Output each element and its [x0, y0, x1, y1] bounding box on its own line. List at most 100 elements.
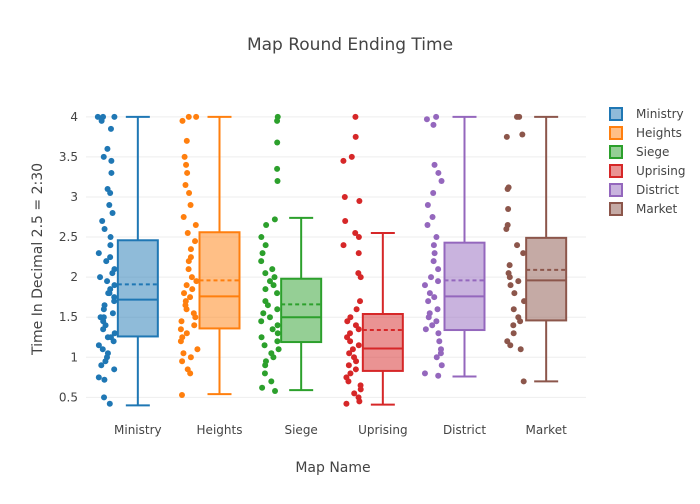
data-point — [110, 338, 117, 345]
y-tick-label: 2.5 — [59, 230, 78, 244]
data-point — [438, 177, 445, 184]
data-point — [109, 310, 116, 317]
data-point — [97, 274, 104, 281]
data-point — [187, 294, 194, 301]
y-tick-label: 3.5 — [59, 150, 78, 164]
legend-label: Siege — [636, 145, 669, 159]
data-point — [111, 282, 118, 289]
data-point — [344, 318, 351, 325]
data-point — [437, 350, 444, 357]
data-point — [187, 354, 194, 361]
data-point — [183, 330, 190, 337]
box-iqr — [280, 277, 323, 344]
data-point — [429, 214, 436, 221]
data-point — [111, 366, 118, 373]
data-point — [264, 302, 271, 309]
data-point — [353, 306, 360, 313]
box-siege — [258, 113, 323, 394]
x-tick-label: Market — [526, 423, 568, 437]
data-point — [103, 258, 110, 265]
data-point — [274, 177, 281, 184]
data-point — [183, 161, 190, 168]
legend-label: Uprising — [636, 164, 685, 178]
data-point — [192, 238, 199, 245]
data-point — [109, 270, 116, 277]
data-point — [95, 342, 102, 349]
data-point — [260, 310, 267, 317]
data-point — [108, 157, 115, 164]
data-point — [269, 266, 276, 273]
data-point — [435, 372, 442, 379]
data-point — [356, 197, 363, 204]
data-point — [192, 314, 199, 321]
data-point — [98, 362, 105, 369]
data-point — [433, 234, 440, 241]
x-tick-label: Heights — [197, 423, 243, 437]
data-point — [181, 290, 188, 297]
data-point — [352, 230, 359, 237]
data-point — [261, 342, 268, 349]
box-heights — [177, 113, 241, 398]
data-point — [274, 139, 281, 146]
data-point — [258, 234, 265, 241]
data-point — [519, 131, 526, 138]
data-point — [261, 370, 268, 377]
data-point — [105, 290, 112, 297]
legend-label: Ministry — [636, 107, 684, 121]
box-ministry — [94, 113, 159, 407]
data-point — [431, 161, 438, 168]
data-point — [503, 226, 510, 233]
data-point — [347, 338, 354, 345]
data-point — [345, 362, 352, 369]
data-point — [262, 270, 269, 277]
data-point — [185, 266, 192, 273]
data-point — [514, 242, 521, 249]
data-point — [186, 189, 193, 196]
data-point — [104, 145, 111, 152]
data-point — [94, 113, 101, 120]
box-iqr — [525, 236, 568, 322]
legend-item-district: District — [609, 183, 679, 197]
data-point — [107, 242, 114, 249]
data-point — [506, 262, 513, 269]
y-tick-label: 4 — [70, 110, 78, 124]
data-point — [517, 346, 524, 353]
data-point — [111, 113, 118, 120]
data-point — [430, 258, 437, 265]
box-iqr — [361, 313, 404, 372]
data-point — [425, 298, 432, 305]
data-point — [181, 153, 188, 160]
box-district — [421, 113, 486, 379]
data-point — [424, 202, 431, 208]
legend-item-uprising: Uprising — [609, 164, 685, 178]
data-point — [433, 354, 440, 361]
x-axis-label: Map Name — [295, 460, 370, 476]
data-point — [266, 278, 273, 285]
data-point — [355, 250, 362, 257]
gridlines — [86, 116, 586, 398]
data-point — [270, 354, 277, 361]
data-point — [258, 318, 265, 325]
data-point — [177, 338, 184, 345]
legend-label: Heights — [636, 126, 682, 140]
data-point — [193, 113, 200, 120]
box-uprising — [340, 113, 404, 407]
data-point — [275, 346, 282, 353]
data-point — [431, 250, 438, 257]
data-point — [355, 342, 362, 349]
data-point — [431, 294, 438, 301]
legend: MinistryHeightsSiegeUprisingDistrictMark… — [609, 107, 685, 216]
data-point — [187, 246, 194, 253]
data-point — [95, 250, 102, 257]
y-axis-label: Time In Decimal 2.5 = 2:30 — [30, 163, 46, 356]
data-point — [100, 326, 107, 333]
data-point — [357, 298, 364, 305]
chart-title: Map Round Ending Time — [247, 35, 453, 55]
data-point — [109, 210, 116, 217]
data-point — [192, 222, 199, 229]
data-point — [430, 242, 437, 249]
legend-swatch — [609, 126, 623, 140]
data-point — [274, 306, 281, 313]
